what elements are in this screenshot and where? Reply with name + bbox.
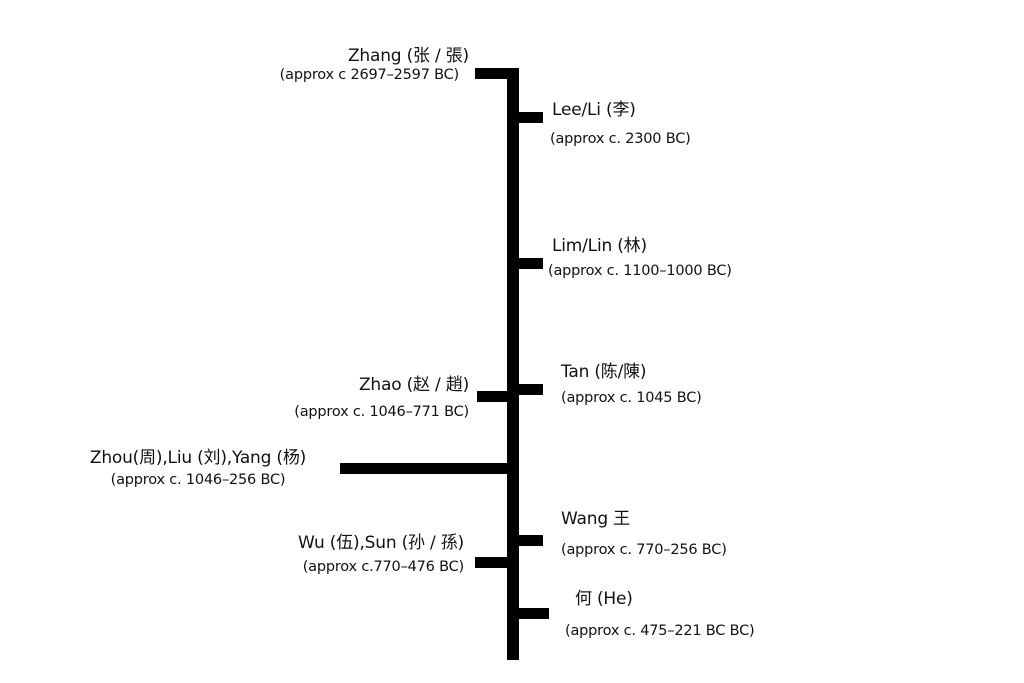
branch-zhao xyxy=(477,391,511,402)
entry-zhou-liu-yang: Zhou(周),Liu (刘),Yang (杨) (approx c. 1046… xyxy=(66,448,330,489)
entry-period: (approx c 2697–2597 BC) xyxy=(279,67,460,83)
timeline-spine xyxy=(507,68,519,660)
entry-name: Lee/Li (李) xyxy=(552,100,636,120)
entry-zhao: Zhao (赵 / 趙) (approx c. 1046–771 BC) xyxy=(294,375,469,421)
branch-tan xyxy=(515,384,543,395)
entry-name: Tan (陈/陳) xyxy=(561,362,647,382)
entry-period: (approx c.770–476 BC) xyxy=(302,559,464,575)
branch-lim xyxy=(515,258,543,269)
entry-period: (approx c. 2300 BC) xyxy=(550,131,691,147)
branch-zhou xyxy=(340,463,512,474)
entry-name: Lim/Lin (林) xyxy=(552,236,647,256)
branch-lee xyxy=(515,112,543,123)
entry-wang: Wang 王 (approx c. 770–256 BC) xyxy=(561,509,727,559)
entry-name: Wang 王 xyxy=(561,509,630,529)
branch-zhang xyxy=(475,68,515,79)
branch-wu xyxy=(475,557,511,568)
entry-tan: Tan (陈/陳) (approx c. 1045 BC) xyxy=(561,362,702,407)
branch-wang xyxy=(515,535,543,546)
entry-period: (approx c. 770–256 BC) xyxy=(561,542,727,558)
entry-lim: Lim/Lin (林) (approx c. 1100–1000 BC) xyxy=(548,236,732,280)
entry-period: (approx c. 1046–256 BC) xyxy=(110,472,286,488)
entry-lee: Lee/Li (李) (approx c. 2300 BC) xyxy=(550,100,691,148)
entry-period: (approx c. 1100–1000 BC) xyxy=(548,263,732,279)
entry-name: Zhao (赵 / 趙) xyxy=(358,375,469,395)
entry-name: Wu (伍),Sun (孙 / 孫) xyxy=(298,533,464,553)
entry-period: (approx c. 1045 BC) xyxy=(561,390,702,406)
entry-name: Zhou(周),Liu (刘),Yang (杨) xyxy=(89,448,307,468)
entry-period: (approx c. 1046–771 BC) xyxy=(294,404,469,420)
entry-period: (approx c. 475–221 BC BC) xyxy=(565,623,755,639)
entry-zhang: Zhang (张 / 張) (approx c 2697–2597 BC) xyxy=(279,46,470,84)
branch-he xyxy=(515,608,549,619)
entry-name: 何 (He) xyxy=(575,589,633,609)
entry-name: Zhang (张 / 張) xyxy=(347,46,469,66)
entry-he: 何 (He) (approx c. 475–221 BC BC) xyxy=(565,589,755,640)
entry-wu-sun: Wu (伍),Sun (孙 / 孫) (approx c.770–476 BC) xyxy=(298,533,464,576)
